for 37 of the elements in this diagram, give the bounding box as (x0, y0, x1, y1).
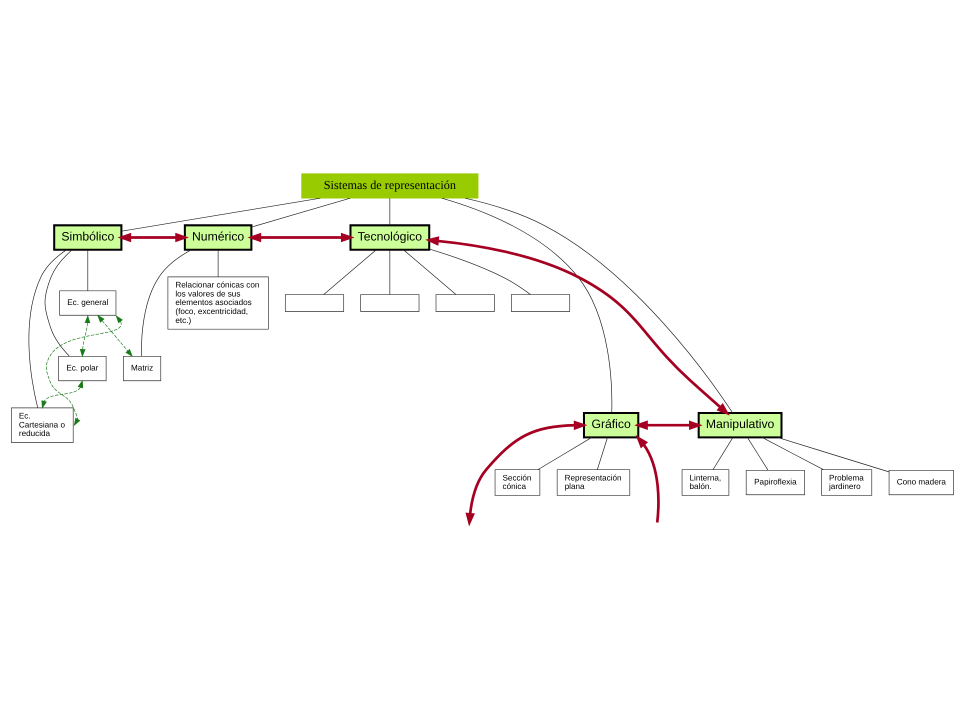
connector (712, 436, 734, 470)
connector (44, 248, 73, 356)
connector (141, 248, 192, 356)
arrow (97, 314, 133, 356)
node-box (436, 294, 495, 312)
node-box (284, 294, 344, 312)
connector (87, 249, 88, 290)
connector (429, 248, 531, 294)
arrow (248, 232, 355, 242)
node-box: Tecnológico (349, 224, 430, 250)
arrow (636, 434, 660, 522)
connector (121, 197, 321, 232)
connector (251, 197, 351, 227)
arrow (41, 379, 84, 408)
arrow (425, 236, 730, 416)
connector (28, 248, 67, 408)
connector (538, 436, 592, 470)
node-box: Simbólico (53, 224, 122, 250)
node-box: Sistemas de representación (301, 172, 478, 198)
connector (747, 436, 768, 470)
connector (464, 197, 733, 413)
arrow (80, 314, 90, 357)
arrow (634, 420, 703, 430)
node-box: Numérico (184, 224, 252, 250)
connector (597, 436, 608, 470)
node-box: Manipulativo (698, 411, 783, 438)
node-box (360, 294, 420, 312)
connector (441, 197, 612, 413)
arrow (46, 314, 123, 426)
node-box (511, 294, 570, 312)
connector (777, 436, 890, 472)
node-box: Gráfico (582, 411, 640, 438)
connector (323, 248, 377, 294)
arrow (118, 232, 189, 242)
arrow (465, 420, 588, 526)
connector (762, 436, 824, 470)
connector (403, 248, 456, 294)
